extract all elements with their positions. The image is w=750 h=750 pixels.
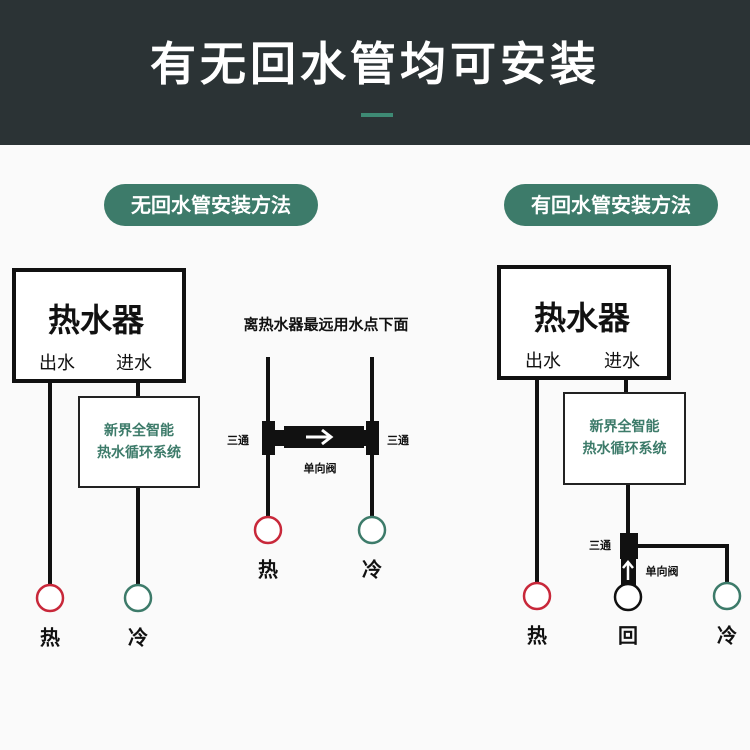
mid-caption: 离热水器最远用水点下面 <box>243 315 409 334</box>
mid-hot-label: 热 <box>258 557 278 582</box>
right-return-label: 回 <box>618 623 638 648</box>
mid-valve-label: 单向阀 <box>303 462 337 475</box>
left-hot-outlet <box>35 583 65 613</box>
right-cold-branch <box>636 544 729 582</box>
left-cold-label: 冷 <box>128 625 148 650</box>
right-heater-box <box>497 265 671 380</box>
mid-hot-outlet <box>253 515 283 545</box>
left-heater-box <box>12 268 186 383</box>
system-line-2: 热水循环系统 <box>97 445 181 461</box>
right-return-outlet <box>613 582 643 612</box>
header-banner <box>0 0 750 145</box>
mid-cold-label: 冷 <box>362 557 382 582</box>
left-out-label: 出水 <box>39 353 75 374</box>
title-underline <box>361 113 393 117</box>
left-system-box: 新界全智能热水循环系统 <box>78 396 200 488</box>
left-hot-label: 热 <box>40 625 60 650</box>
right-heater-label: 热水器 <box>533 299 631 337</box>
right-method-pill: 有回水管安装方法 <box>504 184 718 226</box>
right-hot-label: 热 <box>527 623 547 648</box>
left-heater-label: 热水器 <box>47 301 145 339</box>
left-in-label: 进水 <box>116 353 152 374</box>
right-cold-outlet <box>712 581 742 611</box>
system-line-2: 热水循环系统 <box>582 441 667 457</box>
system-line-1: 新界全智能 <box>104 423 174 439</box>
right-in-label: 进水 <box>604 351 640 372</box>
arrow-up-icon <box>622 560 634 580</box>
arrow-right-icon <box>306 428 334 446</box>
right-valve-label: 单向阀 <box>645 565 679 578</box>
mid-cold-outlet <box>357 515 387 545</box>
right-out-label: 出水 <box>525 351 561 372</box>
left-tee <box>262 421 275 455</box>
system-line-1: 新界全智能 <box>589 419 660 435</box>
right-tee-2 <box>620 533 638 559</box>
mid-tee-right-label: 三通 <box>387 434 409 447</box>
right-cold-label: 冷 <box>717 623 737 648</box>
right-system-box: 新界全智能热水循环系统 <box>563 392 686 485</box>
page-title: 有无回水管均可安装 <box>150 37 600 91</box>
right-tee <box>366 421 379 455</box>
right-hot-outlet <box>522 581 552 611</box>
right-tee-label: 三通 <box>589 539 611 552</box>
left-method-pill: 无回水管安装方法 <box>104 184 318 226</box>
left-cold-outlet <box>123 583 153 613</box>
mid-tee-left-label: 三通 <box>227 434 249 447</box>
